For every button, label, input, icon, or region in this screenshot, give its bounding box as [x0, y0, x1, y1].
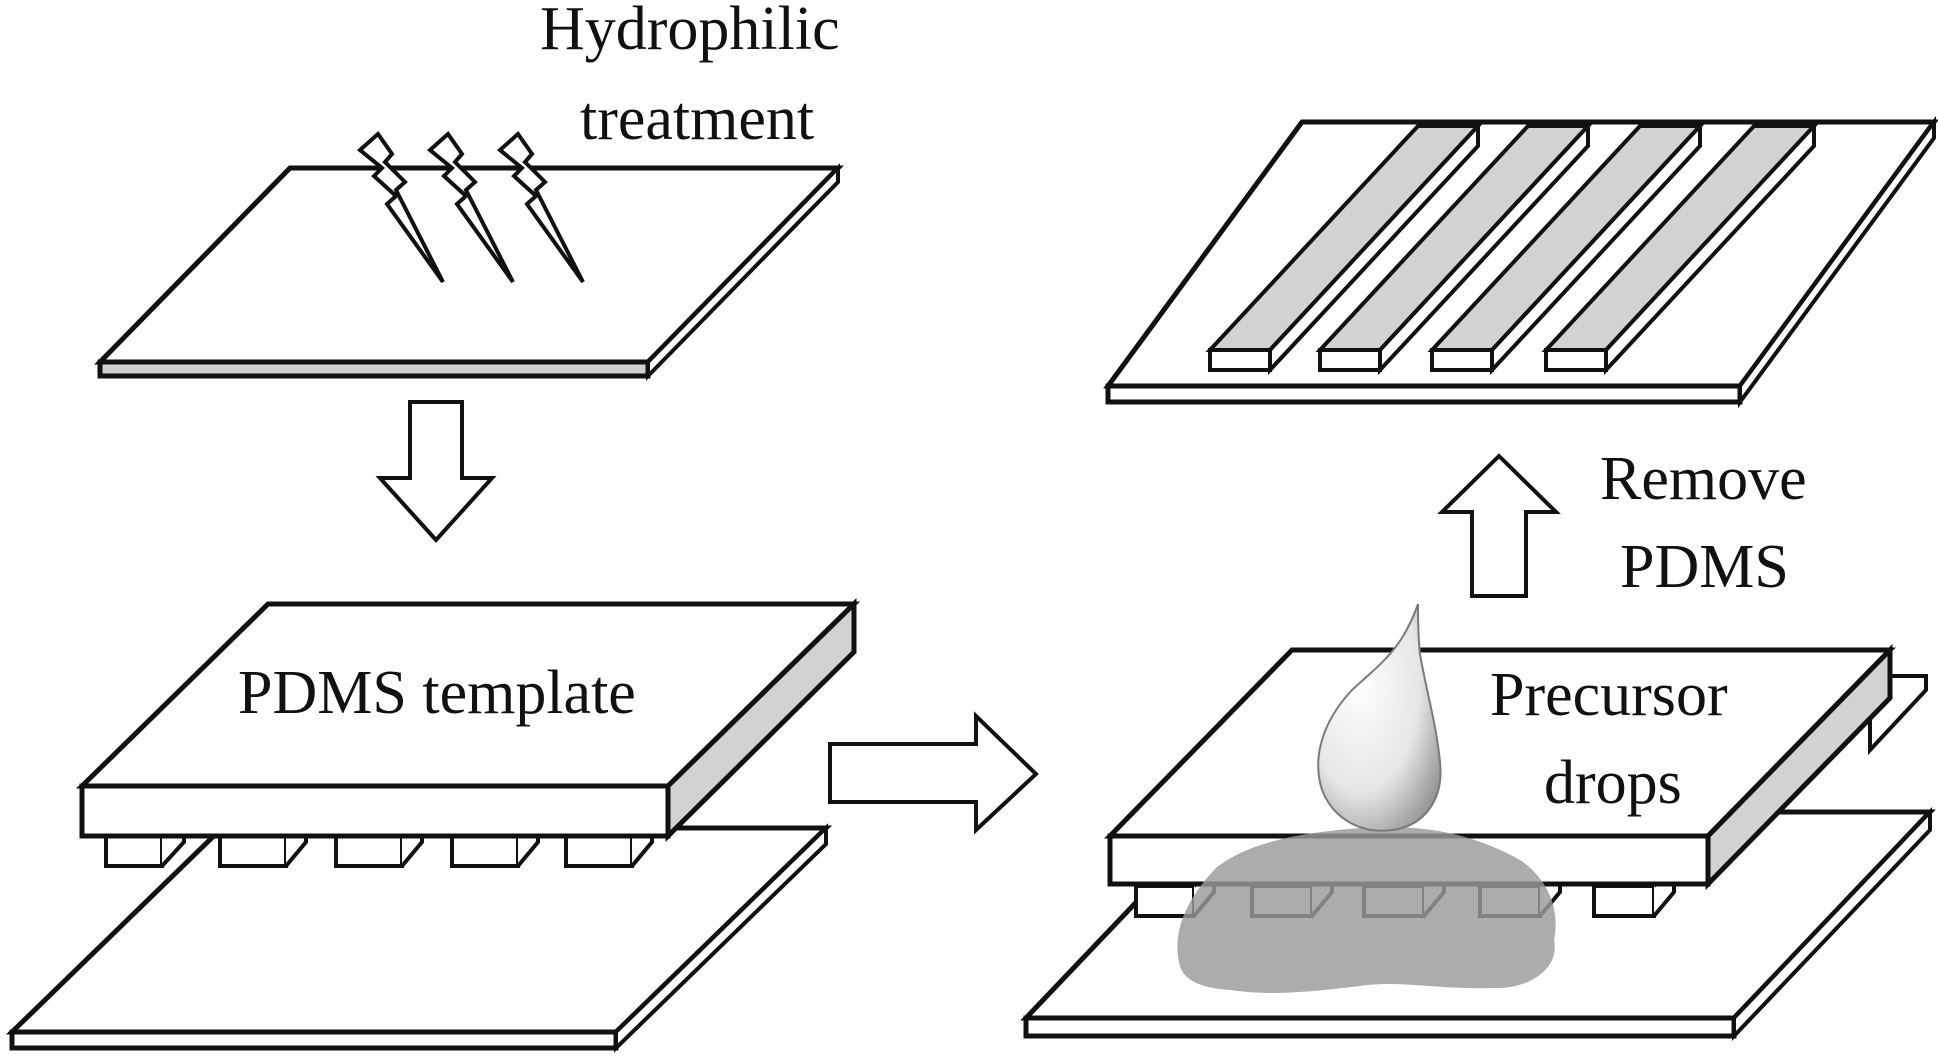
label-drops: drops [1544, 749, 1682, 817]
lightning-bolt-1 [356, 131, 445, 284]
down-arrow [375, 400, 497, 543]
right-arrow [828, 711, 1039, 835]
label-pdms-template: PDMS template [238, 659, 636, 727]
precursor-blob [1177, 827, 1556, 993]
label-pdms: PDMS [1620, 533, 1789, 601]
bottom-substrate-left [5, 823, 833, 1053]
lightning-bolt-3 [496, 131, 585, 284]
label-remove: Remove [1600, 445, 1807, 513]
label-hydrophilic: Hydrophilic [540, 0, 840, 63]
substrate-treated [94, 163, 844, 381]
stripe-4 [1541, 120, 1819, 376]
stripe-2 [1315, 120, 1593, 376]
label-precursor: Precursor [1490, 661, 1728, 729]
lightning-bolts [356, 131, 585, 284]
lightning-bolt-2 [426, 131, 515, 284]
pdms-template-block [75, 598, 861, 842]
stripes [1205, 120, 1819, 376]
precursor-drop [1317, 603, 1442, 832]
stripe-3 [1427, 120, 1705, 376]
label-treatment: treatment [580, 85, 815, 153]
up-arrow [1437, 453, 1561, 598]
stripe-1 [1205, 120, 1483, 376]
